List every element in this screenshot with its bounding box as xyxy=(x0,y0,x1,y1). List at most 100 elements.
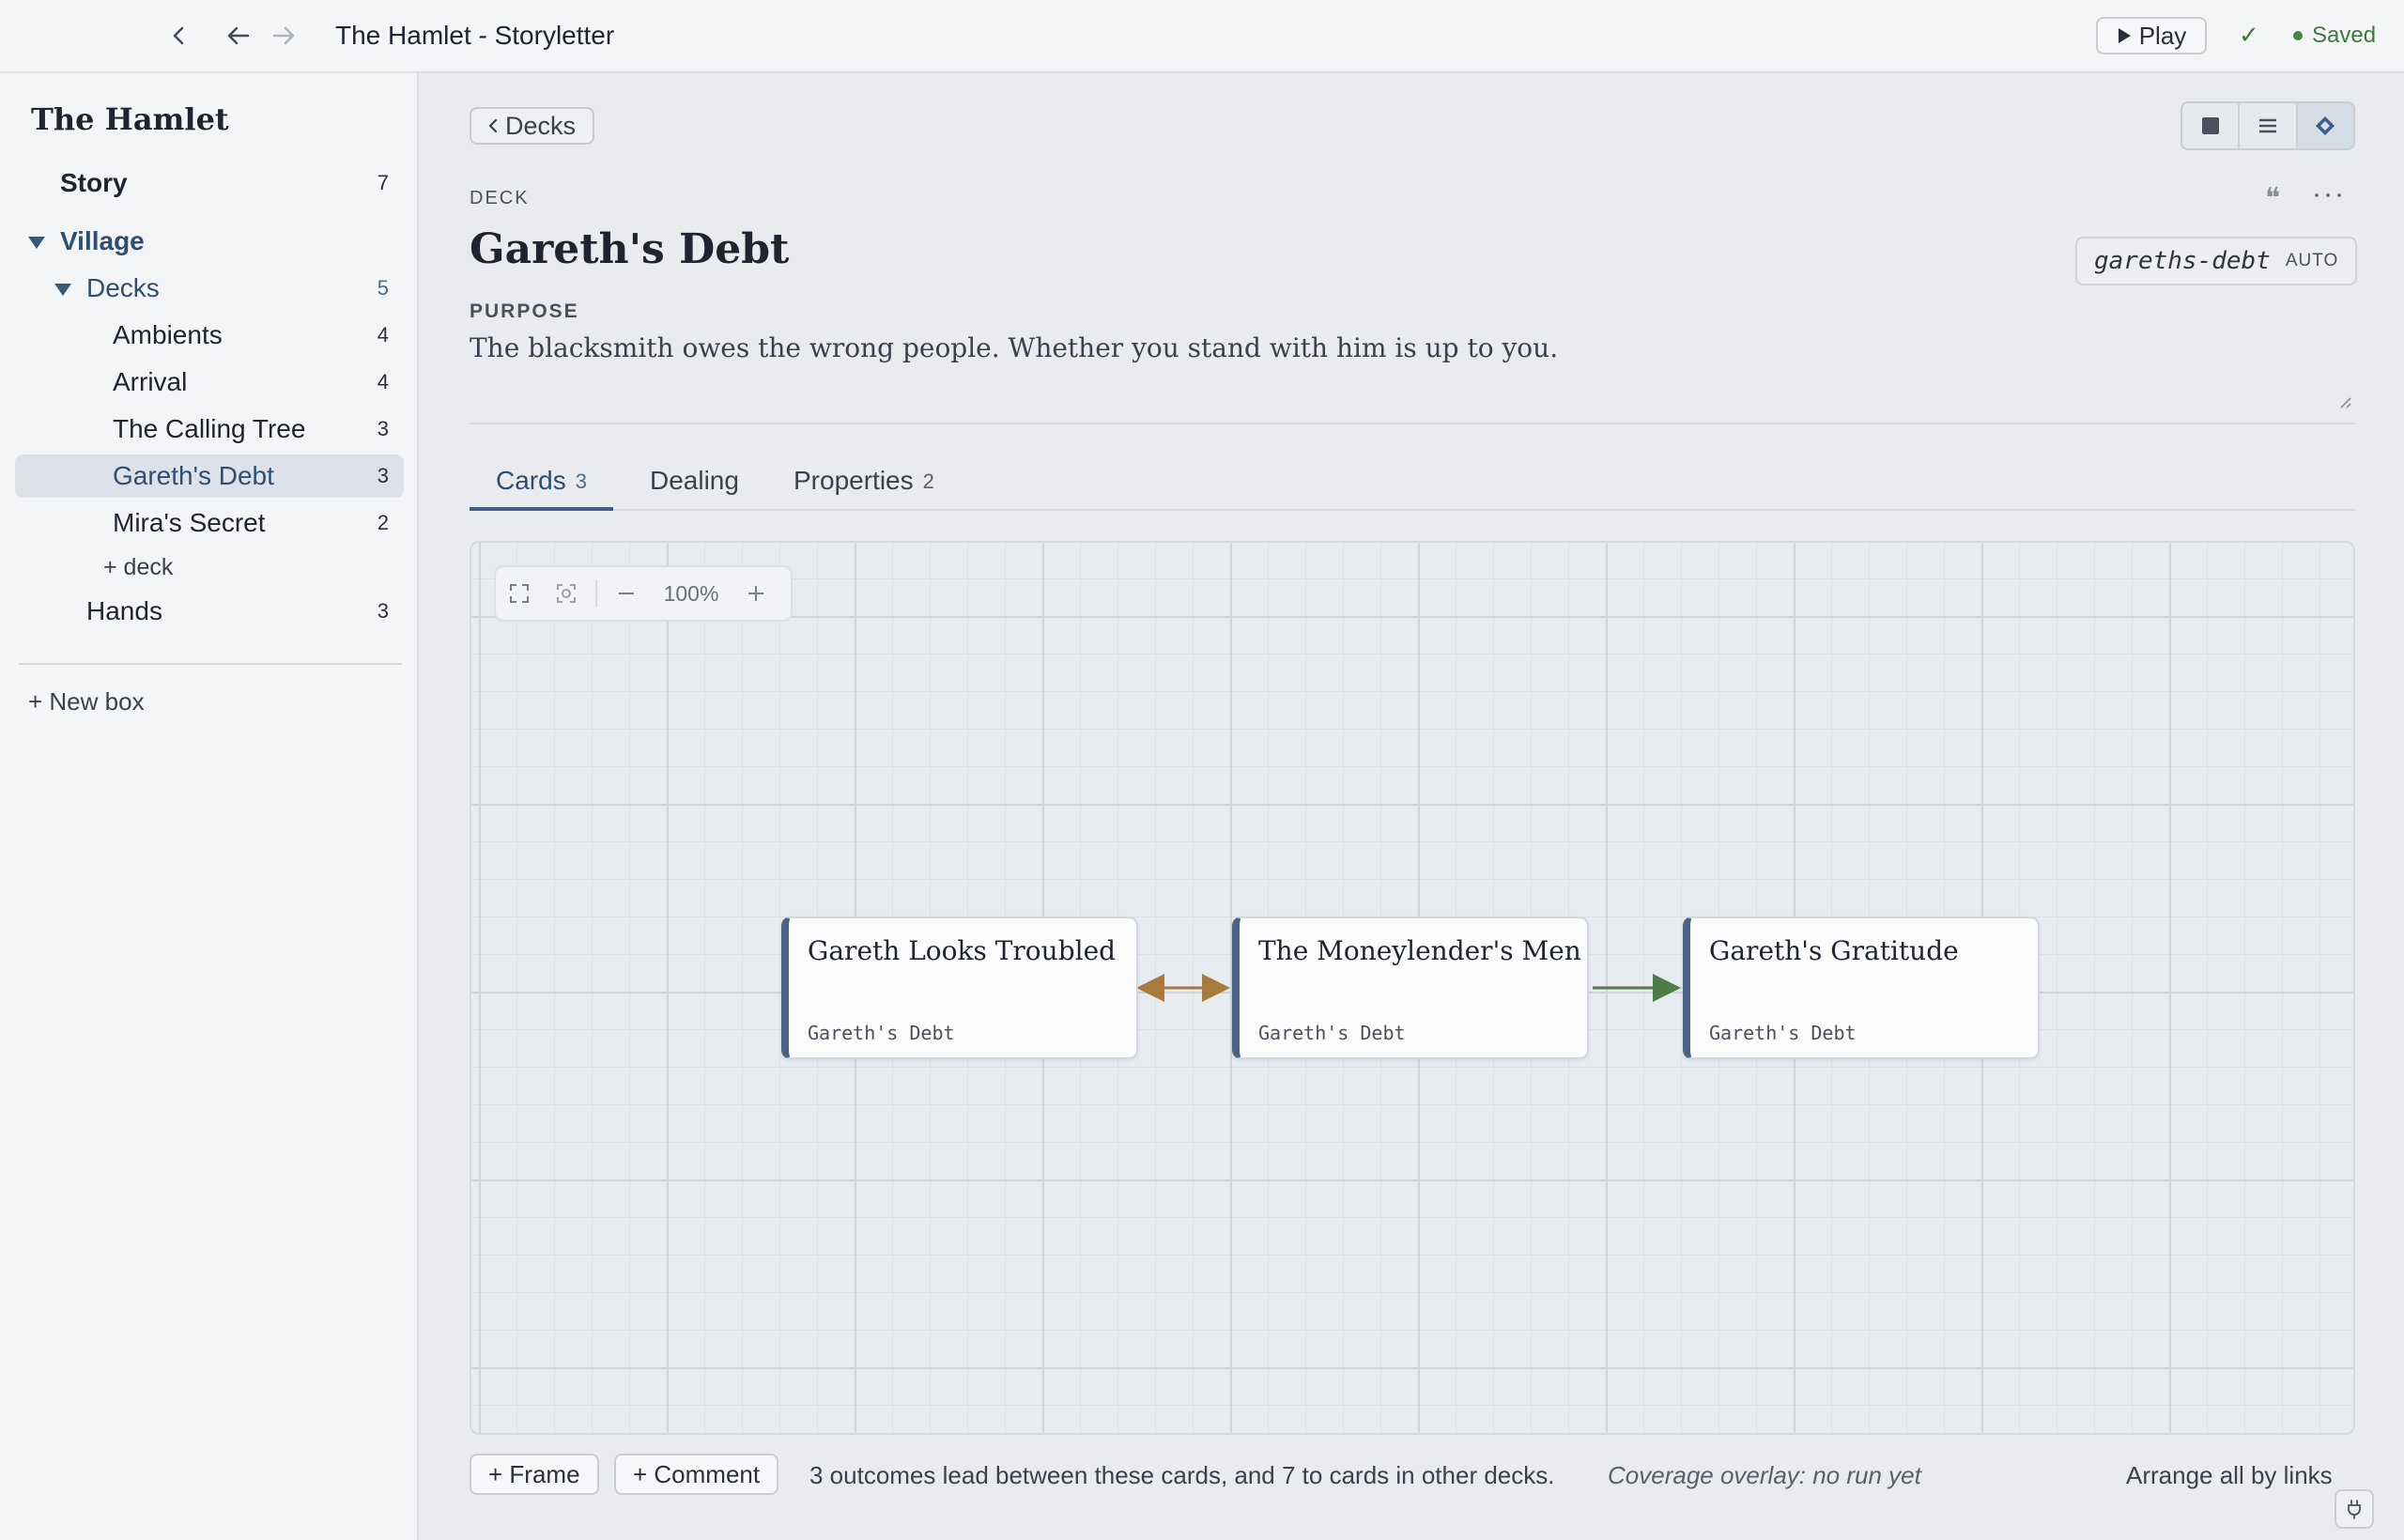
sidebar-item-decks[interactable]: Decks 5 xyxy=(15,267,404,310)
view-list-button[interactable] xyxy=(2240,103,2298,148)
card-deck: Gareth's Debt xyxy=(1709,1022,1857,1044)
quote-icon[interactable]: ❝ xyxy=(2265,182,2281,215)
chevron-left-icon xyxy=(488,118,498,133)
sidebar-item-label: Ambients xyxy=(113,320,223,349)
sidebar-item-label: Gareth's Debt xyxy=(113,461,274,490)
saved-label: Saved xyxy=(2312,23,2377,48)
forward-button[interactable] xyxy=(265,17,302,54)
new-box-button[interactable]: + New box xyxy=(28,687,145,716)
sidebar-item-the-calling-tree[interactable]: The Calling Tree 3 xyxy=(15,408,404,451)
purpose-divider xyxy=(470,423,2355,424)
card-deck: Gareth's Debt xyxy=(1258,1022,1406,1044)
tab-bar: Cards 3 Dealing Properties 2 xyxy=(470,458,2355,511)
minus-icon[interactable] xyxy=(603,592,650,595)
plug-icon[interactable] xyxy=(2335,1489,2374,1529)
slug-mode: AUTO xyxy=(2285,251,2339,270)
sidebar-item-count: 3 xyxy=(377,599,389,623)
toolbar-separator xyxy=(595,579,597,608)
collapse-sidebar-button[interactable] xyxy=(160,17,197,54)
purpose-field[interactable]: The blacksmith owes the wrong people. Wh… xyxy=(470,332,1559,363)
sidebar-item-label: Arrival xyxy=(113,367,188,396)
check-icon: ✓ xyxy=(2239,21,2259,49)
card-node[interactable]: The Moneylender's Men Gareth's Debt xyxy=(1232,916,1589,1059)
coverage-note: Coverage overlay: no run yet xyxy=(1608,1461,1921,1489)
card-deck: Gareth's Debt xyxy=(808,1022,955,1044)
arrow-left-icon xyxy=(227,26,250,45)
arrange-by-links-button[interactable]: Arrange all by links xyxy=(2126,1461,2333,1489)
tab-properties[interactable]: Properties 2 xyxy=(794,458,934,511)
back-button[interactable] xyxy=(220,17,257,54)
zoom-level: 100% xyxy=(663,580,719,606)
sidebar-item-village[interactable]: Village xyxy=(15,220,404,263)
list-icon xyxy=(2258,118,2276,133)
chevron-left-icon xyxy=(173,26,184,45)
card-node[interactable]: Gareth's Gratitude Gareth's Debt xyxy=(1683,916,2040,1059)
sidebar-item-arrival[interactable]: Arrival 4 xyxy=(15,361,404,404)
fit-screen-icon[interactable] xyxy=(496,583,543,604)
card-canvas[interactable]: 100% Gareth Looks Troubled Gareth's Debt xyxy=(470,541,2355,1435)
tab-label: Cards xyxy=(496,466,566,495)
square-icon xyxy=(2201,117,2219,134)
triangle-down-icon[interactable] xyxy=(54,284,71,296)
sidebar: The Hamlet Story 7 Village Decks 5 Ambie… xyxy=(0,73,419,1540)
sidebar-item-count: 5 xyxy=(377,276,389,300)
sidebar-item-label: The Calling Tree xyxy=(113,414,306,443)
section-label: DECK xyxy=(470,188,530,208)
diamond-icon xyxy=(2316,116,2335,135)
view-single-button[interactable] xyxy=(2182,103,2241,148)
tab-label: Properties xyxy=(794,466,914,495)
sidebar-item-label: Village xyxy=(60,226,145,255)
tab-label: Dealing xyxy=(650,466,739,495)
card-title: Gareth's Gratitude xyxy=(1709,935,1959,966)
add-comment-button[interactable]: + Comment xyxy=(614,1454,779,1495)
link-layer xyxy=(1136,974,1681,1002)
play-label: Play xyxy=(2138,21,2187,50)
focus-icon[interactable] xyxy=(543,583,590,604)
project-title: The Hamlet xyxy=(31,101,229,137)
main-panel: Decks DECK ❝ ··· Gareth's Debt gareths-d… xyxy=(419,73,2404,1540)
resize-handle-icon[interactable] xyxy=(2336,393,2351,414)
purpose-label: PURPOSE xyxy=(470,300,579,322)
sidebar-item-hands[interactable]: Hands 3 xyxy=(15,590,404,633)
tab-count: 2 xyxy=(922,470,934,493)
view-graph-button[interactable] xyxy=(2297,103,2353,148)
slug-value: gareths-debt xyxy=(2094,247,2271,275)
sidebar-item-count: 7 xyxy=(377,171,389,194)
saved-dot-icon xyxy=(2293,31,2303,40)
ellipsis-icon[interactable]: ··· xyxy=(2312,178,2346,209)
sidebar-item-label: Hands xyxy=(86,596,162,625)
sidebar-item-count: 3 xyxy=(377,417,389,440)
window-title: The Hamlet - Storyletter xyxy=(335,21,615,50)
tab-cards[interactable]: Cards 3 xyxy=(470,458,613,511)
sidebar-item-ambients[interactable]: Ambients 4 xyxy=(15,314,404,357)
save-status: Saved xyxy=(2293,23,2376,49)
arrow-right-icon xyxy=(272,26,295,45)
tab-dealing[interactable]: Dealing xyxy=(650,458,739,511)
back-label: Decks xyxy=(505,111,577,140)
sidebar-item-gareths-debt[interactable]: Gareth's Debt 3 xyxy=(15,454,404,498)
play-button[interactable]: Play xyxy=(2096,17,2207,54)
page-title: Gareth's Debt xyxy=(470,225,790,273)
back-to-decks-button[interactable]: Decks xyxy=(470,107,595,145)
sidebar-divider xyxy=(19,663,402,665)
sidebar-item-label: Mira's Secret xyxy=(113,508,266,537)
slug-field[interactable]: gareths-debt AUTO xyxy=(2075,237,2358,285)
view-toggle xyxy=(2181,101,2355,150)
sidebar-item-miras-secret[interactable]: Mira's Secret 2 xyxy=(15,501,404,545)
card-title: Gareth Looks Troubled xyxy=(808,935,1117,966)
add-deck-button[interactable]: + deck xyxy=(103,554,174,580)
sidebar-item-story[interactable]: Story 7 xyxy=(15,162,404,205)
add-frame-button[interactable]: + Frame xyxy=(470,1454,599,1495)
tab-count: 3 xyxy=(575,470,587,493)
outcomes-note: 3 outcomes lead between these cards, and… xyxy=(809,1461,1555,1489)
play-icon xyxy=(2118,28,2131,43)
sidebar-item-count: 3 xyxy=(377,464,389,487)
sidebar-item-label: Decks xyxy=(86,273,160,302)
card-node[interactable]: Gareth Looks Troubled Gareth's Debt xyxy=(781,916,1138,1059)
sidebar-item-count: 4 xyxy=(377,323,389,346)
zoom-toolbar: 100% xyxy=(494,565,793,622)
plus-icon[interactable] xyxy=(732,585,779,602)
sidebar-item-label: Story xyxy=(60,168,128,197)
triangle-down-icon[interactable] xyxy=(28,237,45,249)
card-title: The Moneylender's Men xyxy=(1258,935,1581,966)
